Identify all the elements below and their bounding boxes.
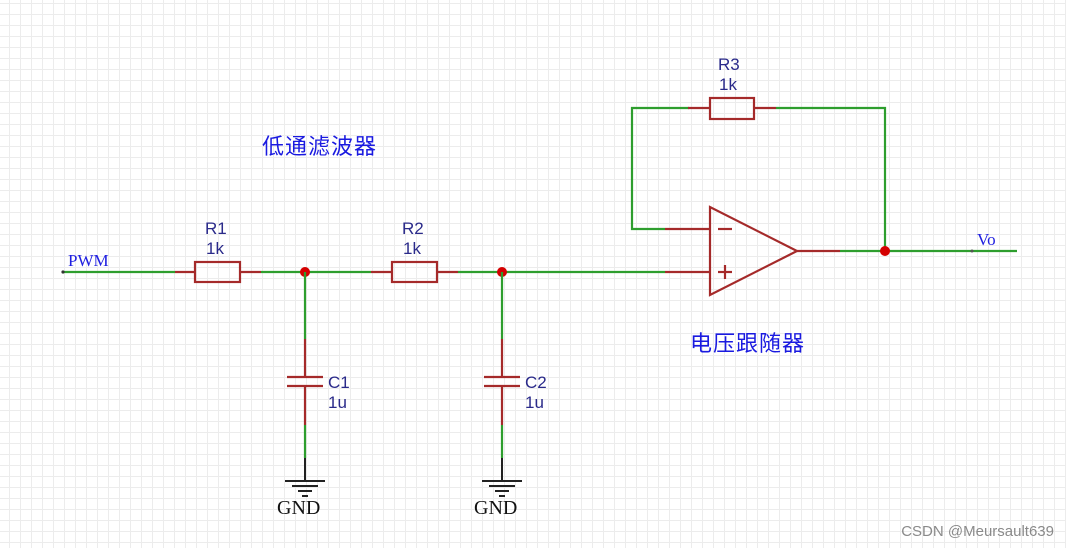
watermark: CSDN @Meursault639 [901,523,1054,540]
resistor-r2-ref: R2 [402,219,424,238]
resistor-r3-ref: R3 [718,55,740,74]
net-label-vo: Vo [977,230,996,249]
resistor-r1-ref: R1 [205,219,227,238]
capacitor-c2-ref: C2 [525,373,547,392]
annotation-voltage-follower: 电压跟随器 [690,332,806,357]
opamp-u1[interactable] [665,205,840,297]
capacitor-c1-value: 1u [328,393,347,412]
resistor-r1[interactable] [175,260,261,284]
resistor-r2-value: 1k [403,239,421,258]
resistor-r3-value: 1k [719,75,737,94]
resistor-r3[interactable] [688,96,776,121]
wire-feedback-right [776,106,887,251]
annotation-lowpass-filter: 低通滤波器 [262,135,378,160]
resistor-r2[interactable] [371,260,458,284]
net-endpoint [61,270,65,274]
capacitor-c1-ref: C1 [328,373,350,392]
net-label-pwm: PWM [68,251,109,270]
junction-output [880,246,890,256]
ground-label-1: GND [277,497,320,519]
capacitor-c1[interactable] [287,339,323,425]
capacitor-c2[interactable] [484,339,520,425]
net-label-anchor [970,249,974,253]
resistor-r1-value: 1k [206,239,224,258]
ground-symbol-1 [285,458,325,497]
ground-label-2: GND [474,497,517,519]
ground-symbol-2 [482,458,522,497]
wire-feedback-left [630,106,689,231]
capacitor-c2-value: 1u [525,393,544,412]
